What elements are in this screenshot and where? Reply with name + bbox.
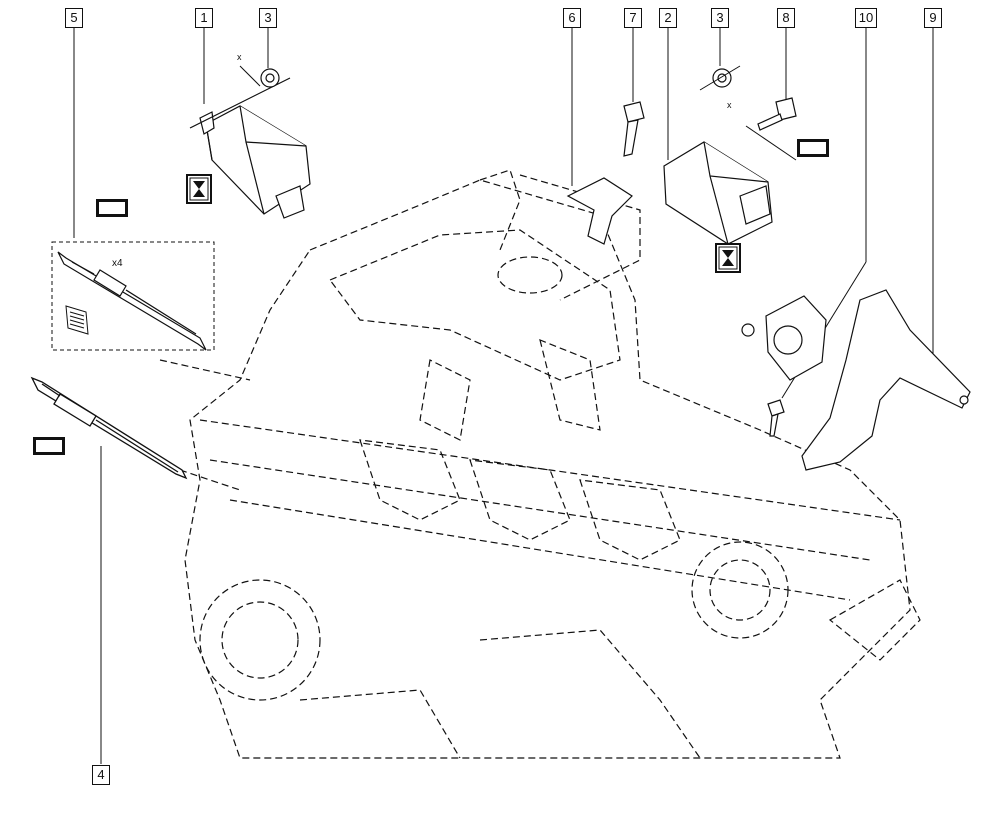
callout-7: 7 xyxy=(624,8,642,28)
torque-symbol-icon xyxy=(797,139,829,157)
nut-3a xyxy=(260,68,280,88)
callout-3: 3 xyxy=(259,8,277,28)
glow-plug-relay xyxy=(189,77,311,219)
sensor-10 xyxy=(741,295,827,437)
callout-10: 10 xyxy=(855,8,877,28)
callout-5: 5 xyxy=(65,8,83,28)
callout-2: 2 xyxy=(659,8,677,28)
callout-6: 6 xyxy=(563,8,581,28)
callout-9: 9 xyxy=(924,8,942,28)
callout-8: 8 xyxy=(777,8,795,28)
bracket-9 xyxy=(801,289,971,471)
hourglass-icon xyxy=(186,174,212,204)
torque-symbol-icon xyxy=(33,437,65,455)
nut-3b xyxy=(712,68,732,88)
bracket-6 xyxy=(566,177,633,245)
torque-symbol-icon xyxy=(96,199,128,217)
glow-plug-detail xyxy=(57,251,207,351)
callout-1: 1 xyxy=(195,8,213,28)
glow-plug xyxy=(30,376,188,480)
control-module-2 xyxy=(663,141,773,245)
callout-4: 4 xyxy=(92,765,110,785)
document-icon xyxy=(65,305,89,335)
engine-block xyxy=(159,169,921,759)
leader-lines xyxy=(73,26,934,764)
glow-plug-detail-box xyxy=(51,241,215,351)
hourglass-icon xyxy=(715,243,741,273)
x-mark-1: x xyxy=(237,52,242,62)
x-mark-2: x xyxy=(727,100,732,110)
bolt-8 xyxy=(757,97,797,131)
bolt-7 xyxy=(623,101,645,157)
callout-3-secondary: 3 xyxy=(711,8,729,28)
quantity-label: x4 xyxy=(112,258,123,269)
